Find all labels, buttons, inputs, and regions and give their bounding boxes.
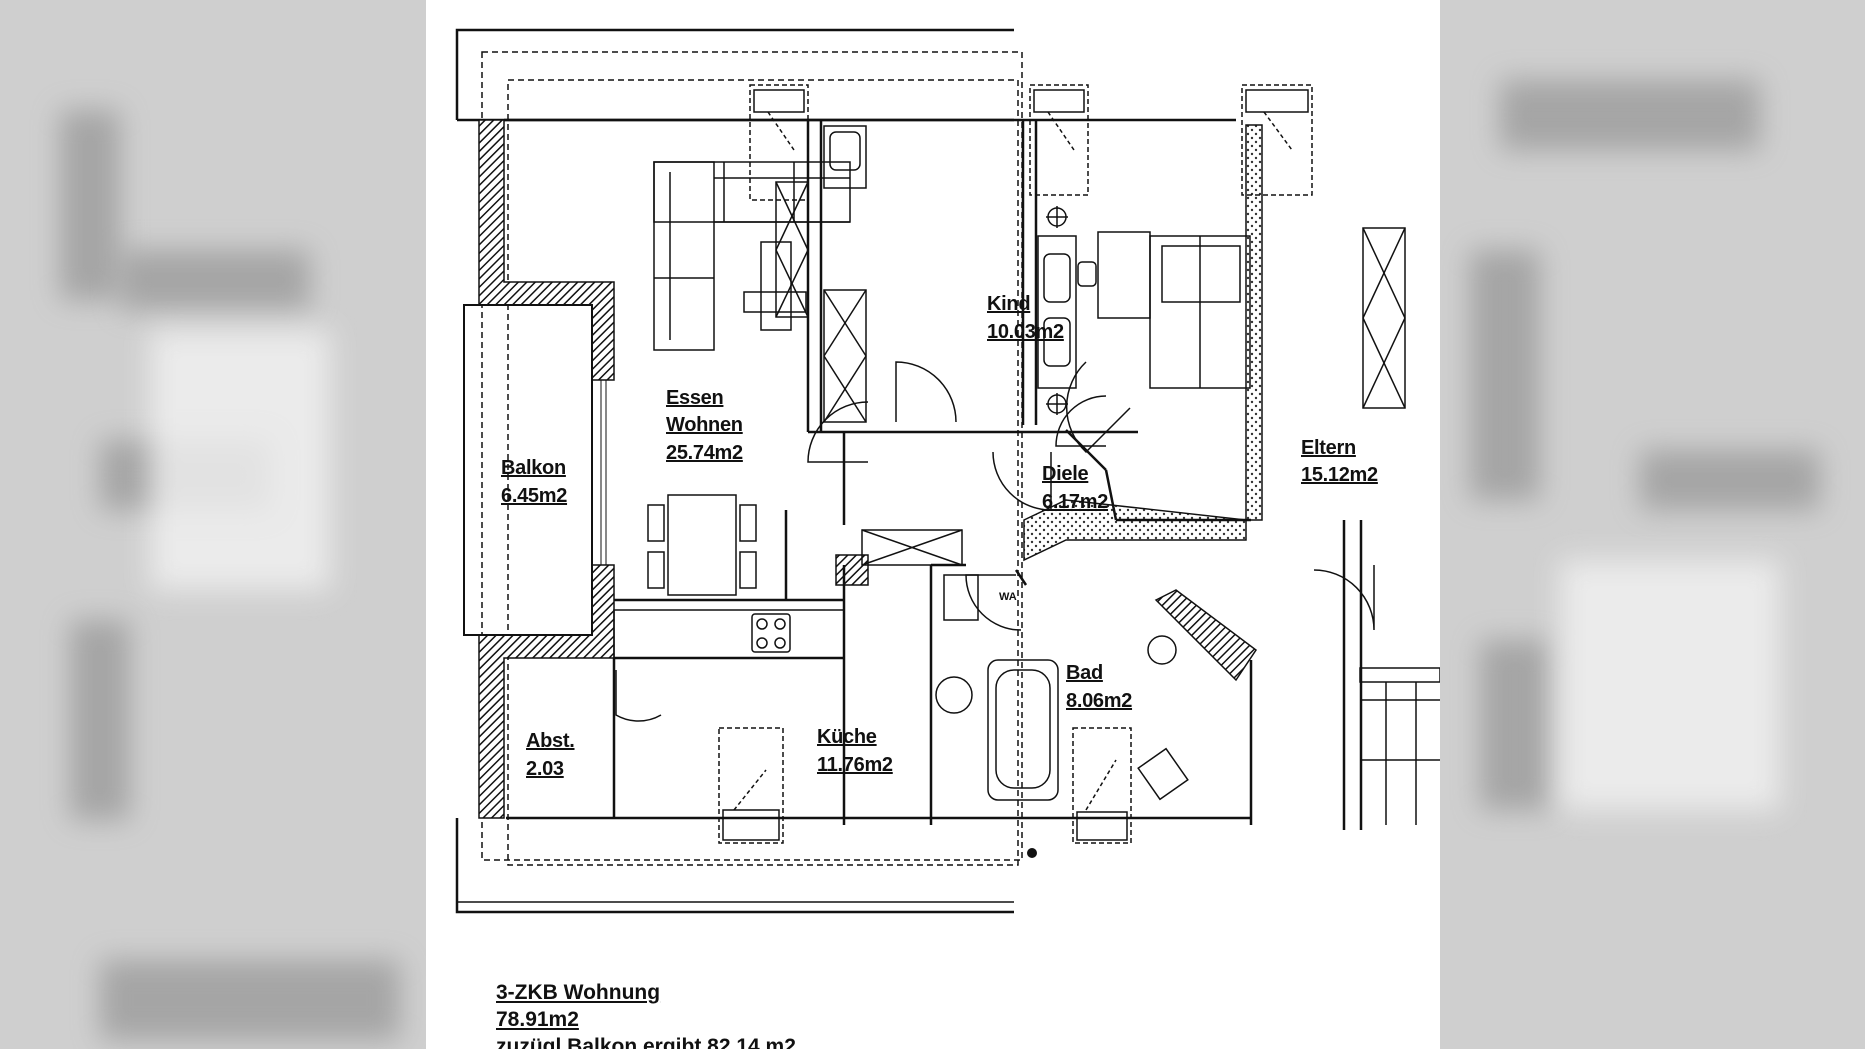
apartment-title: 3-ZKB Wohnung — [496, 981, 661, 1004]
floor-plan-sheet: Essen Wohnen 25.74m2 Kind 10.03m2 Eltern… — [426, 0, 1440, 1049]
room-label-diele: Diele — [1042, 463, 1089, 485]
room-label-kind: Kind — [987, 293, 1031, 315]
room-label-essen: Essen — [666, 387, 724, 409]
balcony-note: zuzügl.Balkon ergibt 82.14 m2 — [496, 1035, 796, 1049]
room-label-balkon: Balkon — [501, 457, 566, 479]
washing-machine-label: WA — [999, 591, 1017, 603]
room-area-kueche: 11.76m2 — [817, 754, 893, 776]
total-area: 78.91m2 — [496, 1008, 579, 1031]
floor-plan-drawing — [455, 28, 1440, 914]
room-area-bad: 8.06m2 — [1066, 690, 1133, 712]
room-label-abst: Abst. — [526, 730, 575, 752]
room-label-eltern: Eltern — [1301, 437, 1356, 459]
room-area-abst: 2.03 — [526, 758, 564, 780]
blurred-backdrop-left — [0, 0, 426, 1049]
room-area-diele: 6.17m2 — [1042, 491, 1109, 513]
room-area-eltern: 15.12m2 — [1301, 464, 1378, 486]
room-label-wohnen: Wohnen — [666, 414, 743, 436]
room-label-bad: Bad — [1066, 662, 1103, 684]
room-label-kueche: Küche — [817, 726, 877, 748]
room-area-balkon: 6.45m2 — [501, 485, 568, 507]
room-area-essen-wohnen: 25.74m2 — [666, 442, 743, 464]
blurred-backdrop-right — [1440, 0, 1865, 1049]
room-area-kind: 10.03m2 — [987, 321, 1064, 343]
